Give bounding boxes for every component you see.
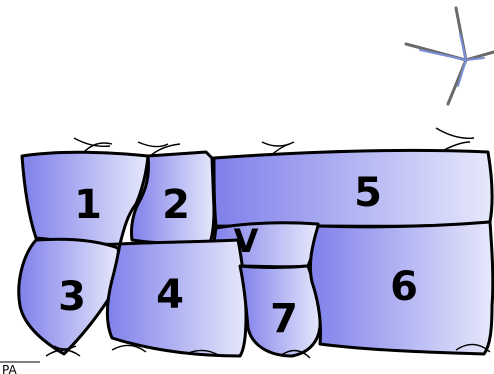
region-2-label: 2 [162, 182, 190, 228]
region-6-label: 6 [390, 264, 418, 310]
region-6-shape [308, 220, 494, 356]
region-5: 5 [212, 148, 494, 229]
region-3-label: 3 [58, 274, 86, 320]
region-4: 4 [105, 238, 248, 358]
region-7-label: 7 [270, 296, 298, 342]
corner-text: PA [2, 363, 17, 374]
region-2-shape [130, 150, 216, 245]
region-3-shape [17, 237, 120, 356]
region-3: 3 [17, 237, 120, 356]
region-4-shape [105, 238, 248, 358]
region-7-shape [238, 264, 322, 358]
region-1-label: 1 [74, 182, 102, 228]
region-v: V [212, 221, 320, 269]
region-5-label: 5 [354, 170, 382, 216]
joint-marks [45, 127, 491, 359]
region-1: 1 [20, 150, 150, 246]
region-6: 6 [308, 220, 494, 356]
rosette-icon [404, 6, 494, 106]
region-5-shape [212, 148, 494, 229]
region-4-label: 4 [156, 272, 184, 318]
region-2: 2 [130, 150, 216, 245]
region-7: 7 [238, 264, 322, 358]
region-1-shape [20, 150, 150, 246]
